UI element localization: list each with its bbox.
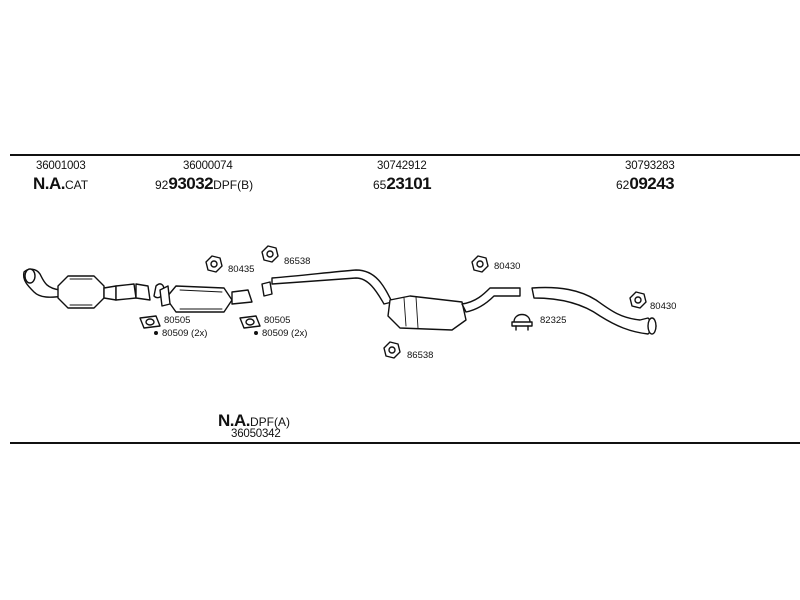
group-4-number: 09243 (629, 174, 675, 193)
callout-80505-right-text: 80505 (264, 315, 291, 326)
middle-pipe-drawing (261, 269, 521, 331)
callout-80509-left: 80509 (2x) (154, 328, 207, 339)
group-2-suffix: DPF(B) (213, 178, 254, 192)
callout-80509-right-text: 80509 (2x) (262, 328, 308, 339)
group-1-code: 36001003 (36, 160, 86, 172)
group-3-part-number: 6523101 (373, 174, 432, 194)
bottom-divider (10, 442, 800, 444)
group-4-part-number: 6209243 (616, 174, 675, 194)
group-2-number: 93032 (168, 174, 214, 193)
rubber-mount-86538-bottom-drawing (383, 341, 401, 359)
callout-80509-right: 80509 (2x) (254, 328, 307, 339)
catalytic-converter-drawing (57, 275, 151, 309)
group-3-prefix: 65 (373, 178, 387, 192)
group-3-number: 23101 (386, 174, 432, 193)
callout-80430-top: 80430 (494, 261, 521, 272)
callout-80505-left-text: 80505 (164, 315, 191, 326)
callout-82325: 82325 (540, 315, 567, 326)
group-2-code: 36000074 (183, 160, 233, 172)
group-3-code: 30742912 (377, 160, 427, 172)
group-4-prefix: 62 (616, 178, 630, 192)
callout-80505-left: 80505 (164, 315, 190, 326)
callout-86538-top: 86538 (284, 256, 311, 267)
dpf-drawing (159, 285, 253, 313)
bottom-group-code: 36050342 (231, 428, 281, 440)
callout-80435: 80435 (228, 264, 255, 275)
bottom-group-part-number: N.A.DPF(A) (218, 411, 290, 431)
rubber-mount-86538-top-drawing (261, 245, 279, 263)
rubber-mount-80430-right-drawing (629, 291, 647, 309)
group-1-part-number: N.A.CAT (33, 174, 88, 194)
bottom-group-number: N.A. (218, 411, 251, 430)
bullet-icon (254, 331, 258, 336)
clamp-82325-drawing (511, 313, 533, 331)
group-4-code: 30793283 (625, 160, 675, 172)
bullet-icon (154, 331, 158, 336)
rear-pipe-drawing (531, 286, 657, 335)
flange-gasket-1-drawing (139, 283, 165, 329)
flange-gasket-2-drawing (239, 315, 261, 329)
top-divider (10, 154, 800, 156)
bottom-group-suffix: DPF(A) (250, 415, 290, 429)
front-downpipe-drawing (22, 268, 65, 298)
callout-80430-right: 80430 (650, 301, 677, 312)
callout-80509-left-text: 80509 (2x) (162, 328, 208, 339)
rubber-mount-80435-drawing (205, 255, 223, 273)
rubber-mount-80430-top-drawing (471, 255, 489, 273)
callout-80505-right: 80505 (264, 315, 290, 326)
group-1-number: N.A. (33, 174, 66, 193)
group-2-part-number: 9293032DPF(B) (155, 174, 253, 194)
group-2-prefix: 92 (155, 178, 169, 192)
group-1-suffix: CAT (65, 178, 89, 192)
callout-86538-bottom: 86538 (407, 350, 434, 361)
